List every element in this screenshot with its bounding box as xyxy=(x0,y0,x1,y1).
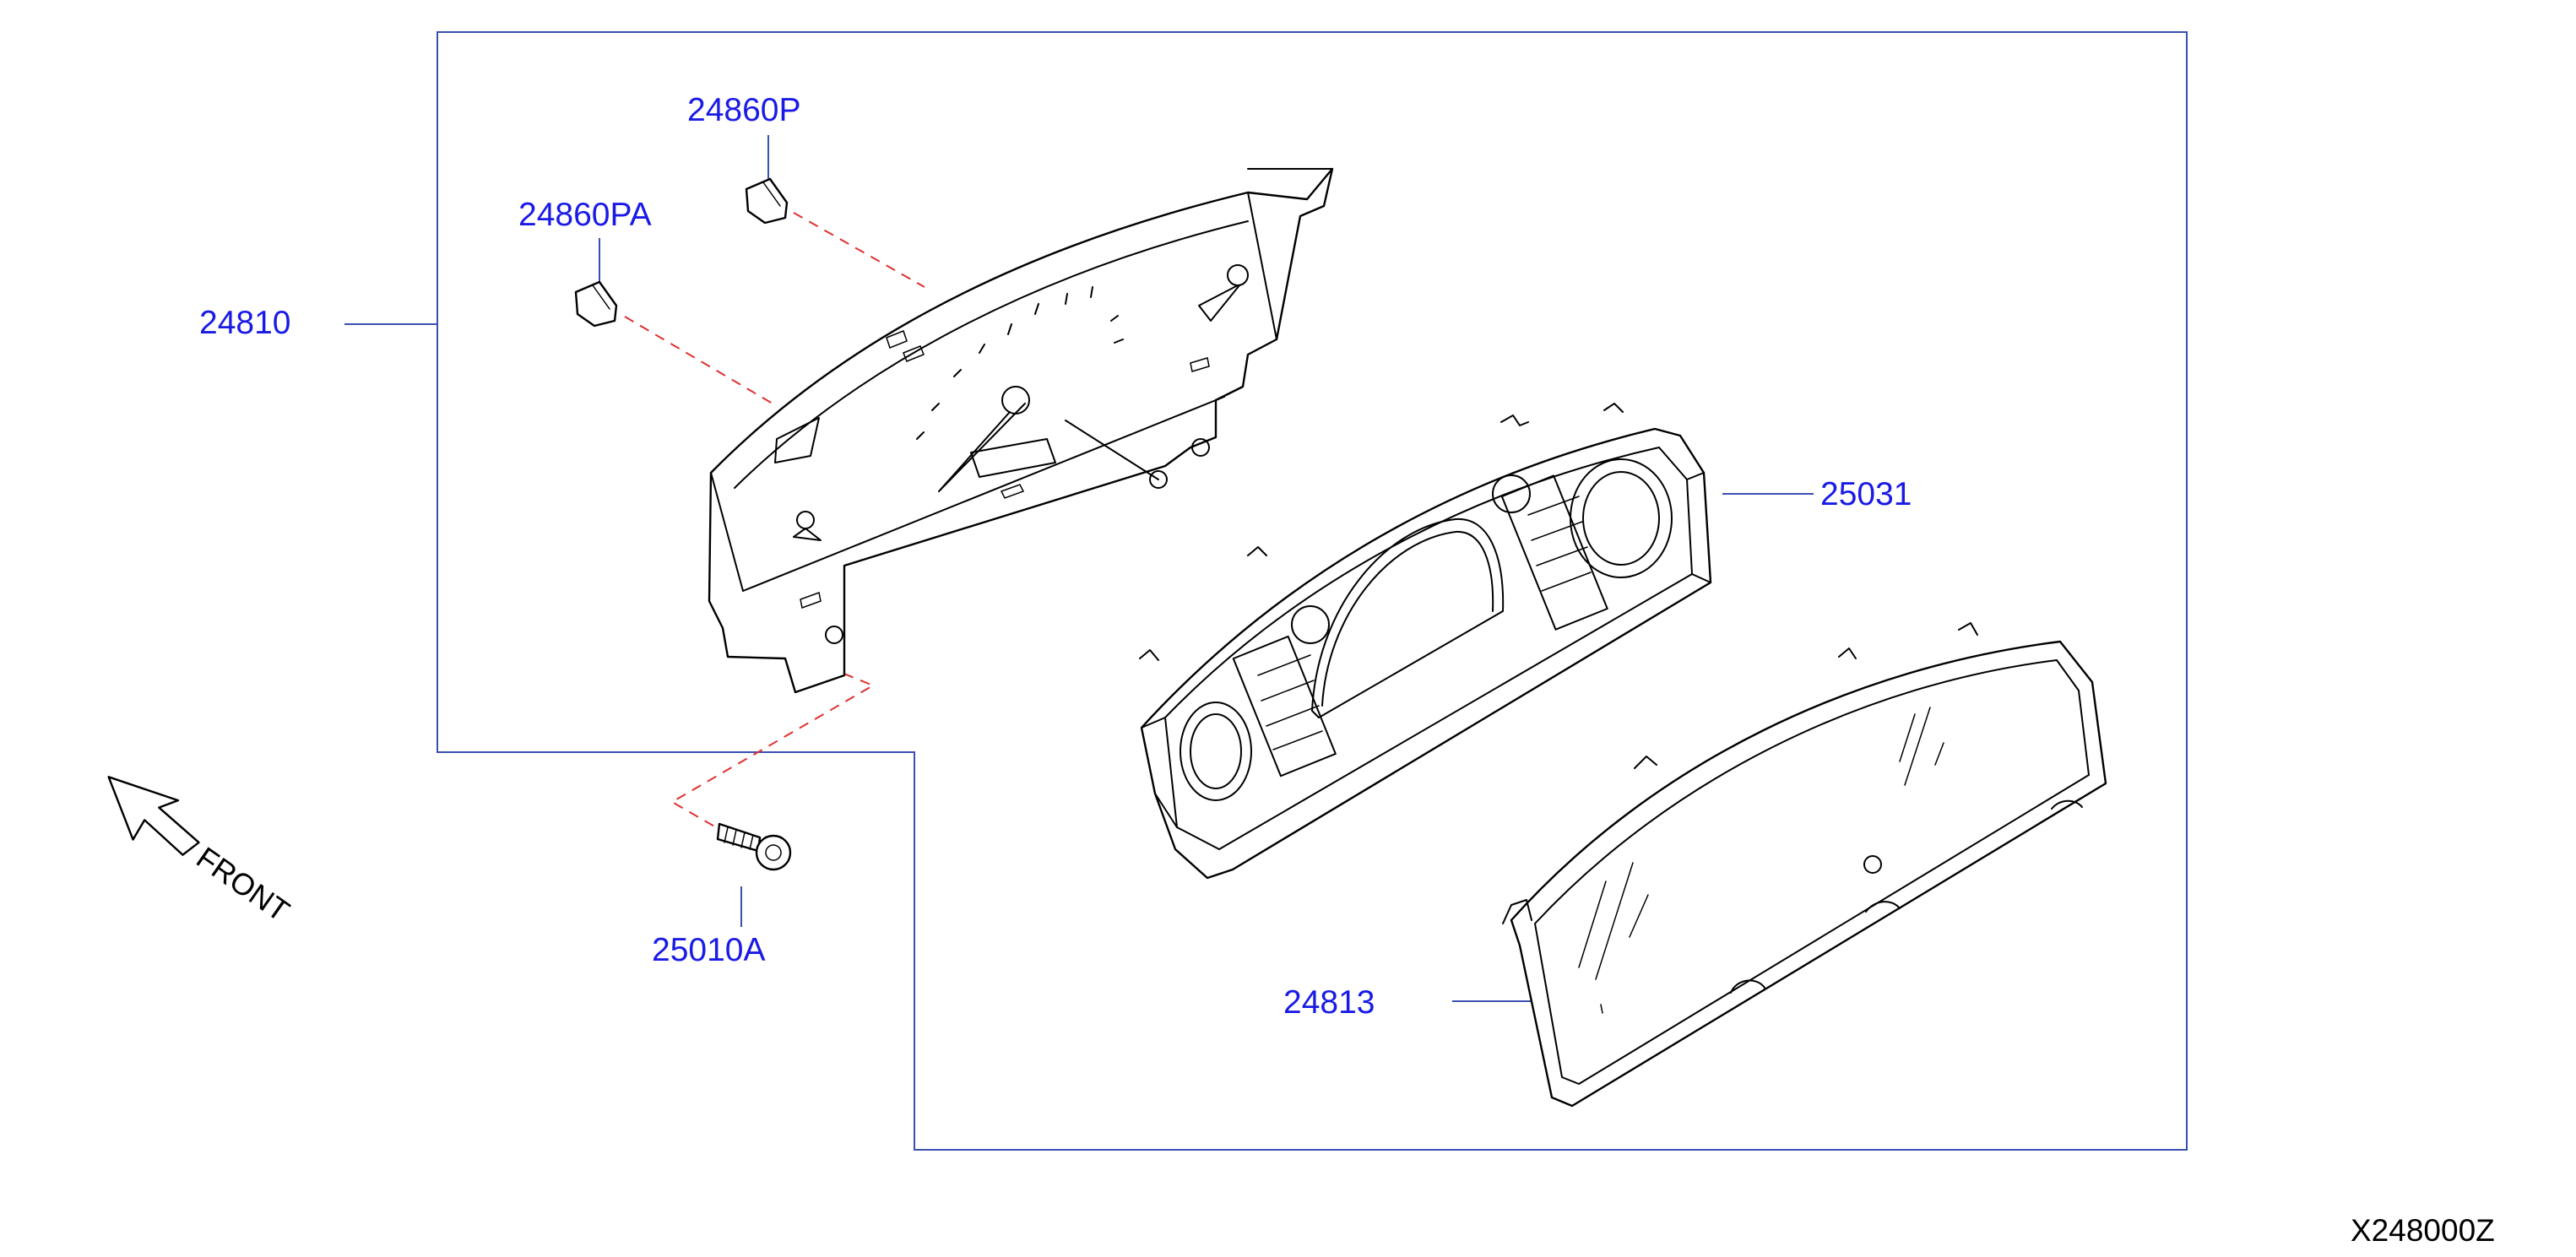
screw-25010A xyxy=(716,822,792,871)
assembly-frame xyxy=(437,31,2188,1151)
guide-25010A xyxy=(670,666,876,828)
guide-24860P xyxy=(793,212,925,288)
bulb-24860P xyxy=(745,177,789,225)
callout-24810: 24810 xyxy=(199,305,290,341)
combination-meter-assembly xyxy=(708,167,1334,694)
bulb-24860PA xyxy=(574,280,618,328)
callout-24813: 24813 xyxy=(1283,984,1375,1021)
diagram-id: X248000Z xyxy=(2351,1213,2495,1248)
guide-24860PA xyxy=(624,316,773,404)
callout-24860P: 24860P xyxy=(687,92,800,128)
meter-cover-24813 xyxy=(1502,622,2107,1108)
callout-24860PA: 24860PA xyxy=(518,197,652,233)
front-label: FRONT xyxy=(190,840,296,929)
meter-mask-25031 xyxy=(1139,403,1712,880)
callout-25010A: 25010A xyxy=(652,932,765,968)
front-arrow-icon xyxy=(107,776,200,856)
callout-25031: 25031 xyxy=(1820,476,1912,512)
